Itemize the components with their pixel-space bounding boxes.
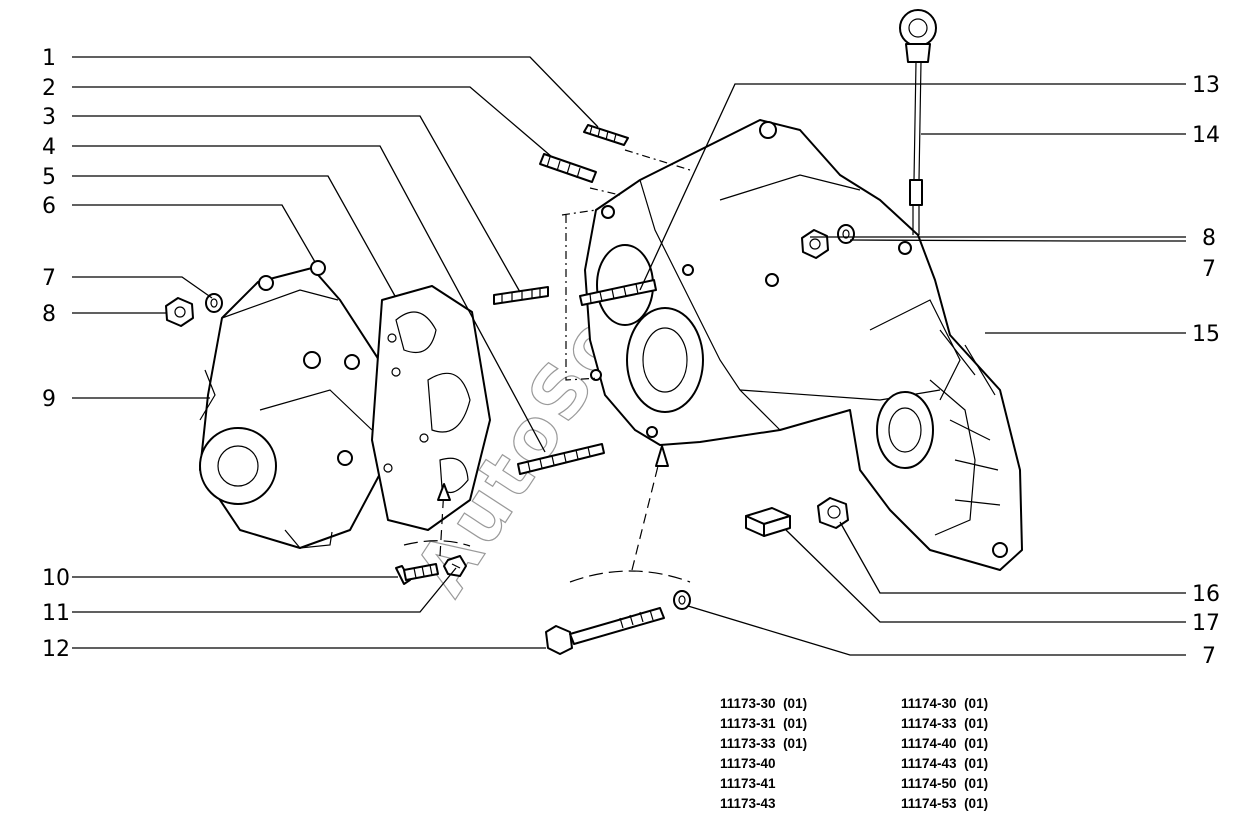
washer-7-left — [205, 293, 223, 313]
callout-15: 15 — [1192, 322, 1220, 347]
model-code: 11174-33 (01) — [901, 716, 989, 731]
nut-8-right — [801, 229, 829, 259]
callout-16: 16 — [1192, 582, 1220, 607]
stud-3 — [493, 286, 549, 305]
screw-10 — [395, 563, 439, 585]
model-code: 11174-40 (01) — [901, 736, 989, 751]
model-code: 11174-50 (01) — [901, 776, 989, 791]
callout-10: 10 — [42, 566, 70, 591]
stud-2 — [539, 153, 597, 183]
model-code: 11173-43 — [720, 796, 776, 811]
callout-8-right: 8 — [1202, 226, 1216, 251]
washer-7-right — [837, 224, 855, 244]
dipstick — [899, 9, 937, 235]
magnet-17 — [745, 507, 791, 537]
callout-9: 9 — [42, 387, 56, 412]
gasket — [371, 285, 491, 531]
bolt-12 — [545, 607, 665, 655]
model-codes-left: 11173-30 (01) 11173-31 (01) 11173-33 (01… — [720, 694, 807, 814]
callouts-right: 13 14 8 7 15 16 17 7 — [1192, 73, 1220, 669]
model-code: 11173-33 (01) — [720, 736, 808, 751]
callout-7-bottom: 7 — [1202, 644, 1216, 669]
callout-11: 11 — [42, 601, 70, 626]
callout-7-right: 7 — [1202, 257, 1216, 282]
nut-8-left — [165, 297, 194, 327]
stud-1 — [583, 124, 629, 146]
model-code: 11174-53 (01) — [901, 796, 989, 811]
callout-2: 2 — [42, 76, 56, 101]
callout-13: 13 — [1192, 73, 1220, 98]
alignment-lines — [561, 149, 691, 381]
model-code: 11173-31 (01) — [720, 716, 808, 731]
washer-7-bottom — [673, 590, 691, 610]
callout-1: 1 — [42, 46, 56, 71]
callouts-left: 1 2 3 4 5 6 7 8 9 10 11 12 — [42, 46, 70, 662]
model-code: 11173-30 (01) — [720, 696, 808, 711]
callout-7: 7 — [42, 266, 56, 291]
model-code: 11174-43 (01) — [901, 756, 989, 771]
model-code: 11173-40 — [720, 756, 776, 771]
callout-3: 3 — [42, 105, 56, 130]
callout-14: 14 — [1192, 123, 1220, 148]
model-codes-right: 11174-30 (01) 11174-33 (01) 11174-40 (01… — [901, 694, 988, 814]
model-code: 11174-30 (01) — [901, 696, 989, 711]
assembly-arrows — [403, 445, 691, 583]
callout-5: 5 — [42, 165, 56, 190]
plug-16 — [817, 497, 849, 529]
stud-4 — [517, 443, 605, 475]
rear-cover — [199, 260, 393, 549]
callout-4: 4 — [42, 135, 56, 160]
model-code: 11173-41 — [720, 776, 776, 791]
callout-12: 12 — [42, 637, 70, 662]
callout-17: 17 — [1192, 611, 1220, 636]
callout-8: 8 — [42, 302, 56, 327]
stud-13 — [579, 279, 657, 306]
leader-lines — [72, 56, 1186, 656]
gearbox-housing — [584, 119, 1023, 571]
callout-6: 6 — [42, 194, 56, 219]
lock-washer-11 — [443, 555, 467, 577]
